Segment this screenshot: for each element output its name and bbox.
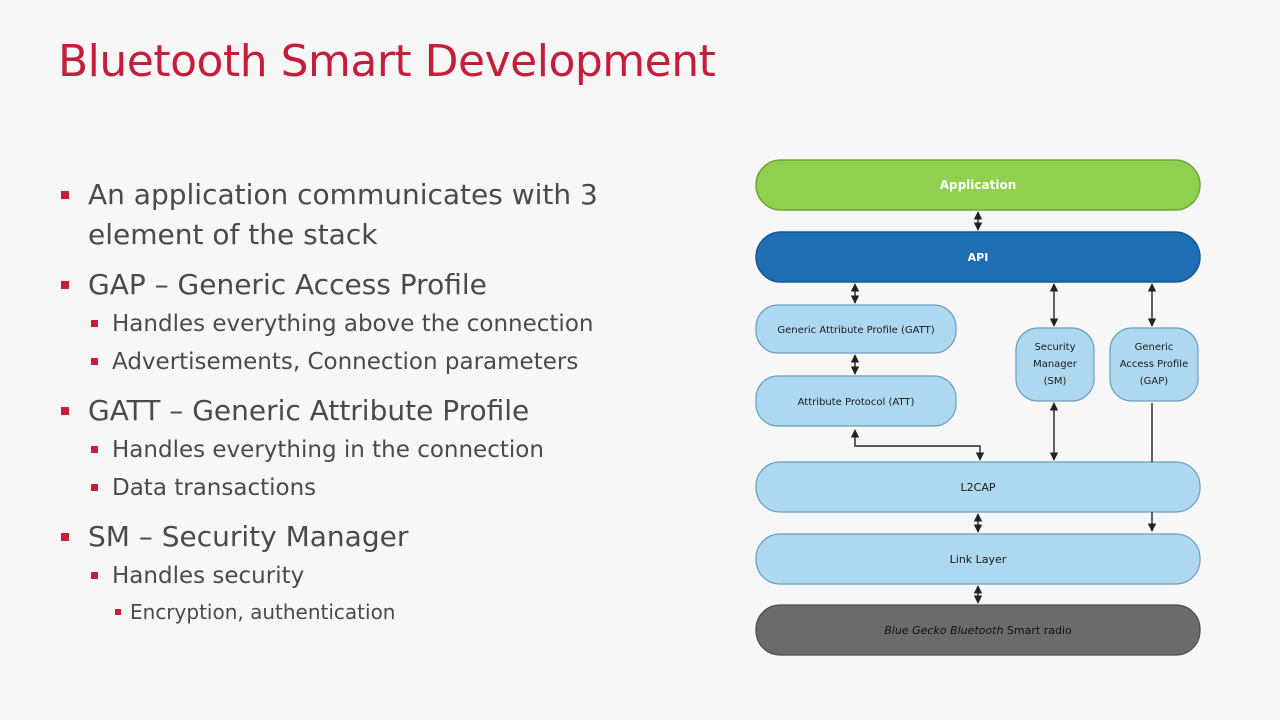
application-block [755,159,1201,211]
gap-label-line1: Generic [1135,342,1174,353]
bullet-sm-security: Handles security [60,557,700,595]
sm-block [1015,327,1095,402]
att-label: Attribute Protocol (ATT) [798,397,915,408]
bullet-gap-adv: Advertisements, Connection parameters [60,343,700,381]
gap-label-line3: (GAP) [1140,376,1169,387]
bullet-stack-intro: An application communicates with 3 eleme… [60,175,648,255]
gatt-block [755,304,957,354]
radio-label-brand: Blue Gecko Bluetooth [884,624,1003,637]
gap-label-line2: Access Profile [1120,359,1189,370]
gap-block [1109,327,1199,402]
bullet-gatt: GATT – Generic Attribute Profile [60,391,700,431]
link-layer-block [755,533,1201,585]
radio-label-rest: Smart radio [1003,624,1072,637]
slide-title: Bluetooth Smart Development [58,36,716,87]
application-label: Application [940,178,1017,192]
radio-block [755,604,1201,656]
bullet-gatt-data: Data transactions [60,469,700,507]
bullet-gatt-in: Handles everything in the connection [60,431,700,469]
bullet-sm-encryption: Encryption, authentication [60,595,700,629]
api-label: API [968,251,989,264]
bullet-gap-above: Handles everything above the connection [60,305,700,343]
api-block [755,231,1201,283]
att-block [755,375,957,427]
sm-label-line3: (SM) [1044,376,1067,387]
arrow-att-l2cap [850,429,985,461]
bullet-gap: GAP – Generic Access Profile [60,265,700,305]
bullet-sm: SM – Security Manager [60,517,700,557]
radio-label: Blue Gecko Bluetooth Smart radio [884,624,1072,637]
bullet-list: An application communicates with 3 eleme… [60,175,700,629]
gatt-label: Generic Attribute Profile (GATT) [777,325,934,336]
link-layer-label: Link Layer [950,553,1007,566]
sm-label-line1: Security [1034,342,1075,353]
l2cap-label: L2CAP [961,481,996,494]
l2cap-block [755,461,1201,513]
sm-label-line2: Manager [1033,359,1078,370]
